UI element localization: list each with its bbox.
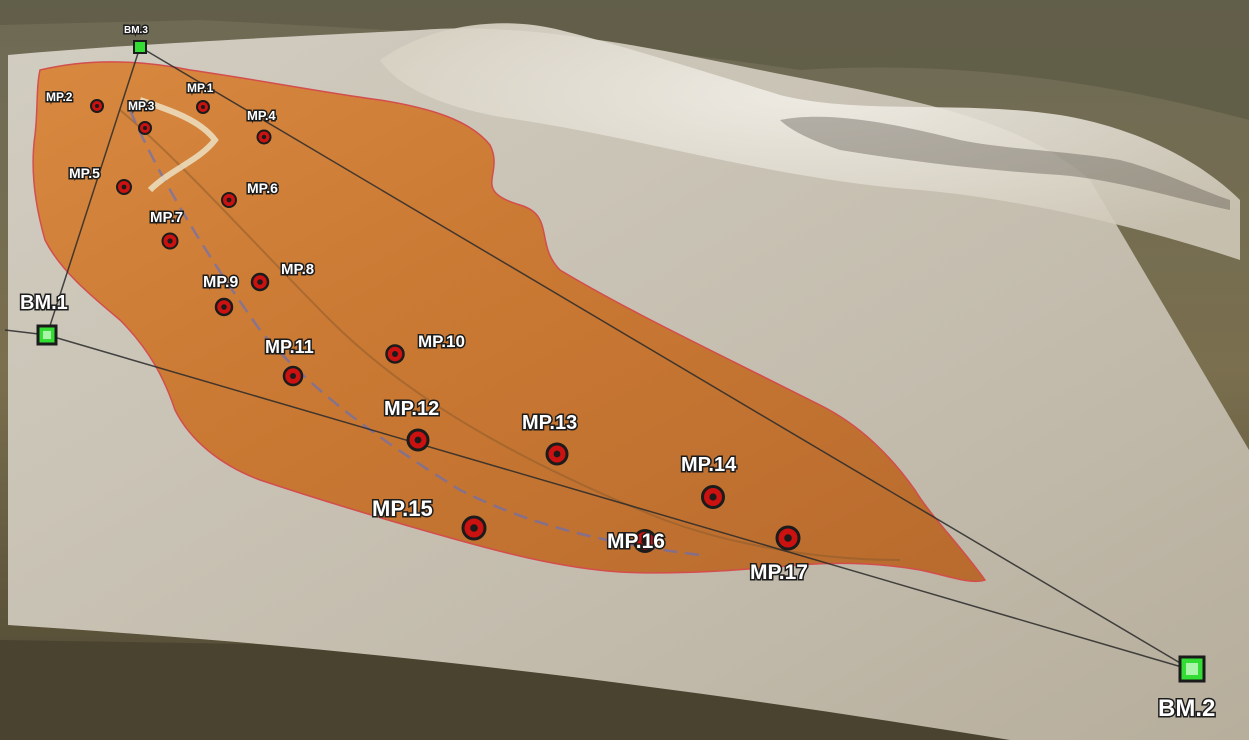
mp10-label: MP.10 (418, 332, 465, 351)
benchmark-bm1[interactable]: BM.1 (19, 291, 69, 346)
survey-line-bm1-bm2 (46, 334, 1193, 671)
mp5[interactable]: MP.5 (68, 164, 132, 195)
mp16[interactable]: MP.16 (606, 529, 667, 555)
mp7[interactable]: MP.7 (149, 208, 185, 250)
mp9-label: MP.9 (203, 274, 238, 291)
mp6[interactable]: MP.6 (221, 179, 280, 208)
mp15-label: MP.15 (372, 496, 433, 521)
mp4-label: MP.4 (247, 108, 276, 123)
mp1-label: MP.1 (187, 81, 214, 95)
mp9[interactable]: MP.9 (202, 273, 240, 317)
mp17-label: MP.17 (750, 561, 808, 584)
benchmark-bm2[interactable]: BM.2 (1157, 655, 1217, 724)
mp13[interactable]: MP.13 (521, 411, 579, 466)
mp12[interactable]: MP.12 (383, 397, 441, 452)
benchmark-bm3[interactable]: BM.3 (123, 24, 150, 54)
drainage-channel (128, 109, 701, 557)
mp1[interactable]: MP.1 (186, 80, 215, 114)
mp8[interactable]: MP.8 (250, 260, 316, 292)
survey-lines (4, 46, 1193, 671)
mp7-label: MP.7 (150, 209, 183, 226)
mp11[interactable]: MP.11 (264, 336, 315, 387)
upper-scarp (139, 97, 219, 193)
mp3-label: MP.3 (128, 99, 155, 113)
bm3-label: BM.3 (124, 25, 148, 36)
mp2-label: MP.2 (46, 90, 73, 104)
bm1-label: BM.1 (20, 292, 68, 314)
mp10[interactable]: MP.10 (385, 331, 466, 364)
mp14[interactable]: MP.14 (680, 453, 739, 509)
mp6-label: MP.6 (247, 180, 278, 196)
mp15[interactable]: MP.15 (371, 495, 487, 541)
mp4[interactable]: MP.4 (246, 107, 278, 145)
mountain-summit (380, 23, 1240, 260)
survey-line-bm3-bm2 (139, 46, 1193, 671)
mp13-label: MP.13 (522, 412, 577, 434)
landslide-texture (119, 109, 901, 561)
bm3-green-square-marker (133, 40, 147, 54)
mp3[interactable]: MP.3 (127, 98, 156, 135)
mp14-label: MP.14 (681, 454, 737, 476)
mp8-label: MP.8 (281, 261, 314, 278)
mp17[interactable]: MP.17 (749, 525, 810, 586)
terrain-ridge-dark (0, 0, 1249, 120)
mp2[interactable]: MP.2 (45, 89, 104, 113)
mp5-label: MP.5 (69, 165, 100, 181)
bm2-label: BM.2 (1158, 695, 1215, 722)
mp16-label: MP.16 (607, 530, 665, 553)
mp11-label: MP.11 (265, 337, 314, 357)
survey-line-bm3-bm1 (46, 46, 141, 336)
mp12-label: MP.12 (384, 398, 439, 420)
rock-outcrop (780, 116, 1230, 210)
